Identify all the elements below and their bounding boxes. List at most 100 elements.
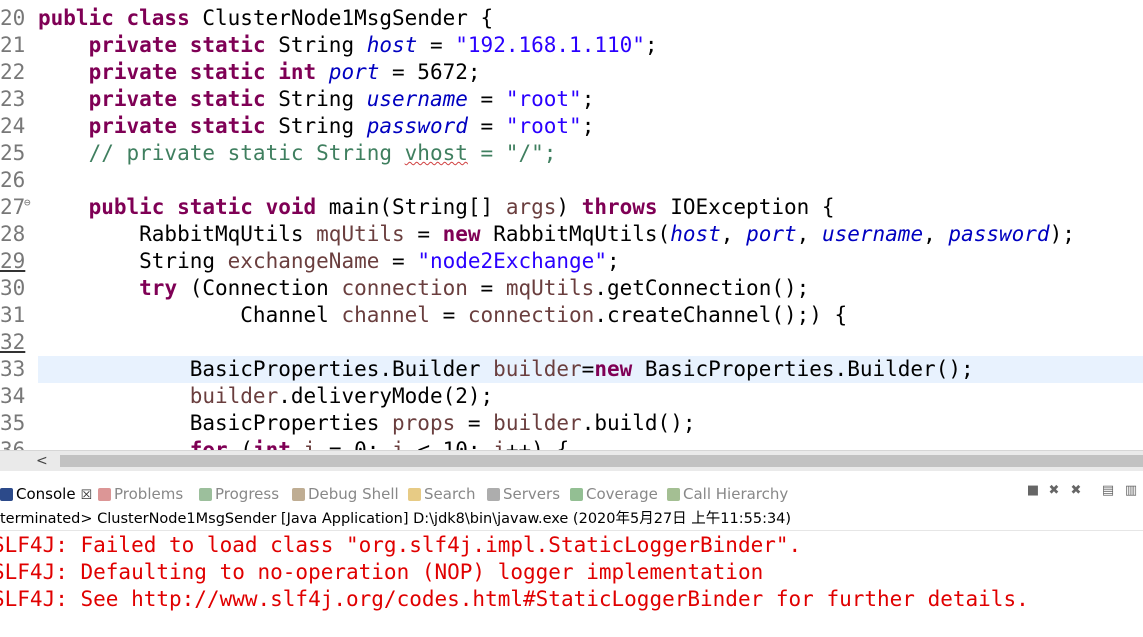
code-line[interactable]: 34 builder.deliveryMode(2); xyxy=(0,383,1143,410)
code-token: ); xyxy=(1049,222,1075,246)
code-line[interactable]: 31 Channel channel = connection.createCh… xyxy=(0,302,1143,329)
code-token: BasicProperties xyxy=(38,411,393,435)
code-token: public class xyxy=(38,6,203,30)
code-token: ; xyxy=(606,249,620,273)
code-token: Channel xyxy=(38,303,342,327)
code-token: = 5672; xyxy=(379,60,481,84)
remove-launch-icon[interactable]: ✖ xyxy=(1048,483,1060,498)
code-line[interactable]: 27⊖ public static void main(String[] arg… xyxy=(0,194,1143,221)
tab-call-hierarchy[interactable]: Call Hierarchy xyxy=(667,481,788,507)
code-token: BasicProperties.Builder(); xyxy=(644,357,974,381)
code-line[interactable]: 22 private static int port = 5672; xyxy=(0,59,1143,86)
line-number: 35 xyxy=(0,411,26,435)
progress-icon xyxy=(199,488,212,501)
line-number: 28 xyxy=(0,222,26,246)
code-token: host xyxy=(670,222,721,246)
code-line[interactable]: 36 for (int i = 0; i < 10; i++) { xyxy=(0,437,1143,450)
tab-progress[interactable]: Progress xyxy=(199,481,279,507)
editor-horizontal-scrollbar[interactable]: < xyxy=(0,450,1143,471)
line-number: 34 xyxy=(0,384,26,408)
tab-label: Problems xyxy=(114,485,184,503)
tab-label: Coverage xyxy=(586,485,658,503)
tab-problems[interactable]: Problems xyxy=(98,481,183,507)
console-error-line: SLF4J: See http://www.slf4j.org/codes.ht… xyxy=(0,587,1029,611)
code-token: = xyxy=(455,411,494,435)
tab-console[interactable]: Console ☒ xyxy=(0,481,92,507)
code-line[interactable]: 25 // private static String vhost = "/"; xyxy=(0,140,1143,167)
code-token: builder xyxy=(493,411,582,435)
problems-icon xyxy=(98,488,111,501)
code-token: String xyxy=(278,87,367,111)
code-line[interactable]: 29 String exchangeName = "node2Exchange"… xyxy=(0,248,1143,275)
line-number: 23 xyxy=(0,87,26,111)
code-line[interactable]: 35 BasicProperties props = builder.build… xyxy=(0,410,1143,437)
code-line[interactable]: 23 private static String username = "roo… xyxy=(0,86,1143,113)
terminate-icon[interactable]: ■ xyxy=(1026,483,1040,498)
code-token: ; xyxy=(581,87,595,111)
code-token: password xyxy=(366,114,468,138)
code-line[interactable]: 30 try (Connection connection = mqUtils.… xyxy=(0,275,1143,302)
bottom-panel-tabs: Console ☒ Problems Progress Debug Shell Searc… xyxy=(0,481,1143,507)
code-token xyxy=(38,438,190,450)
tab-label: Console xyxy=(16,485,76,503)
code-token: ClusterNode1MsgSender { xyxy=(202,6,494,30)
code-token: = xyxy=(467,87,506,111)
code-token: connection xyxy=(467,303,595,327)
code-token: throws xyxy=(581,195,671,219)
current-line-highlight xyxy=(38,356,1143,383)
code-text: public class ClusterNode1MsgSender { xyxy=(38,5,493,32)
code-token: vhost xyxy=(404,141,468,165)
code-token: ; xyxy=(644,33,658,57)
code-token: new xyxy=(594,357,645,381)
code-token: String xyxy=(278,114,367,138)
tab-coverage[interactable]: Coverage xyxy=(570,481,658,507)
code-token: , xyxy=(796,222,822,246)
code-token: i xyxy=(303,438,317,450)
line-number: 31 xyxy=(0,303,26,327)
code-token: = xyxy=(581,357,595,381)
coverage-icon xyxy=(570,488,583,501)
line-number: 30 xyxy=(0,276,26,300)
code-token: = xyxy=(467,114,506,138)
tab-search[interactable]: Search xyxy=(408,481,476,507)
line-number: 24 xyxy=(0,114,26,138)
code-token: mqUtils xyxy=(316,222,405,246)
clear-console-icon[interactable]: ▤ xyxy=(1101,483,1115,498)
code-token: = xyxy=(429,303,468,327)
code-token: ( xyxy=(240,438,253,450)
code-token: ++) { xyxy=(505,438,570,450)
console-icon xyxy=(0,488,13,501)
console-output[interactable]: SLF4J: Failed to load class "org.slf4j.i… xyxy=(0,532,1143,637)
tab-label: Progress xyxy=(215,485,280,503)
code-line[interactable]: 28 RabbitMqUtils mqUtils = new RabbitMqU… xyxy=(0,221,1143,248)
scroll-left-arrow-icon[interactable]: < xyxy=(36,453,48,469)
code-text: Channel channel = connection.createChann… xyxy=(38,302,847,329)
scrollbar-thumb[interactable] xyxy=(60,455,1143,467)
line-number: 33 xyxy=(0,357,26,381)
code-line[interactable]: 33 BasicProperties.Builder builder=new B… xyxy=(0,356,1143,383)
code-text: BasicProperties.Builder builder=new Basi… xyxy=(38,356,974,383)
line-number: 27 xyxy=(0,195,26,219)
tab-servers[interactable]: Servers xyxy=(487,481,560,507)
code-line[interactable]: 24 private static String password = "roo… xyxy=(0,113,1143,140)
fold-toggle-icon[interactable]: ⊖ xyxy=(24,196,31,209)
code-token: channel xyxy=(341,303,430,327)
scroll-lock-icon[interactable]: ▥ xyxy=(1124,483,1138,498)
code-token: "root" xyxy=(505,114,582,138)
code-token: builder xyxy=(189,384,279,408)
tab-debug-shell[interactable]: Debug Shell xyxy=(292,481,399,507)
close-tab-icon[interactable]: ☒ xyxy=(80,488,93,503)
code-token: i xyxy=(493,438,506,450)
code-token: port xyxy=(328,60,380,84)
code-token: // private static String xyxy=(38,141,405,165)
code-token: String xyxy=(278,33,367,57)
code-token: "root" xyxy=(505,87,582,111)
code-line[interactable]: 26 xyxy=(0,167,1143,194)
code-line[interactable]: 32 xyxy=(0,329,1143,356)
code-token: props xyxy=(392,411,456,435)
code-line[interactable]: 21 private static String host = "192.168… xyxy=(0,32,1143,59)
code-token: main(String[] xyxy=(328,195,506,219)
remove-all-terminated-icon[interactable]: ✖ xyxy=(1070,483,1082,498)
